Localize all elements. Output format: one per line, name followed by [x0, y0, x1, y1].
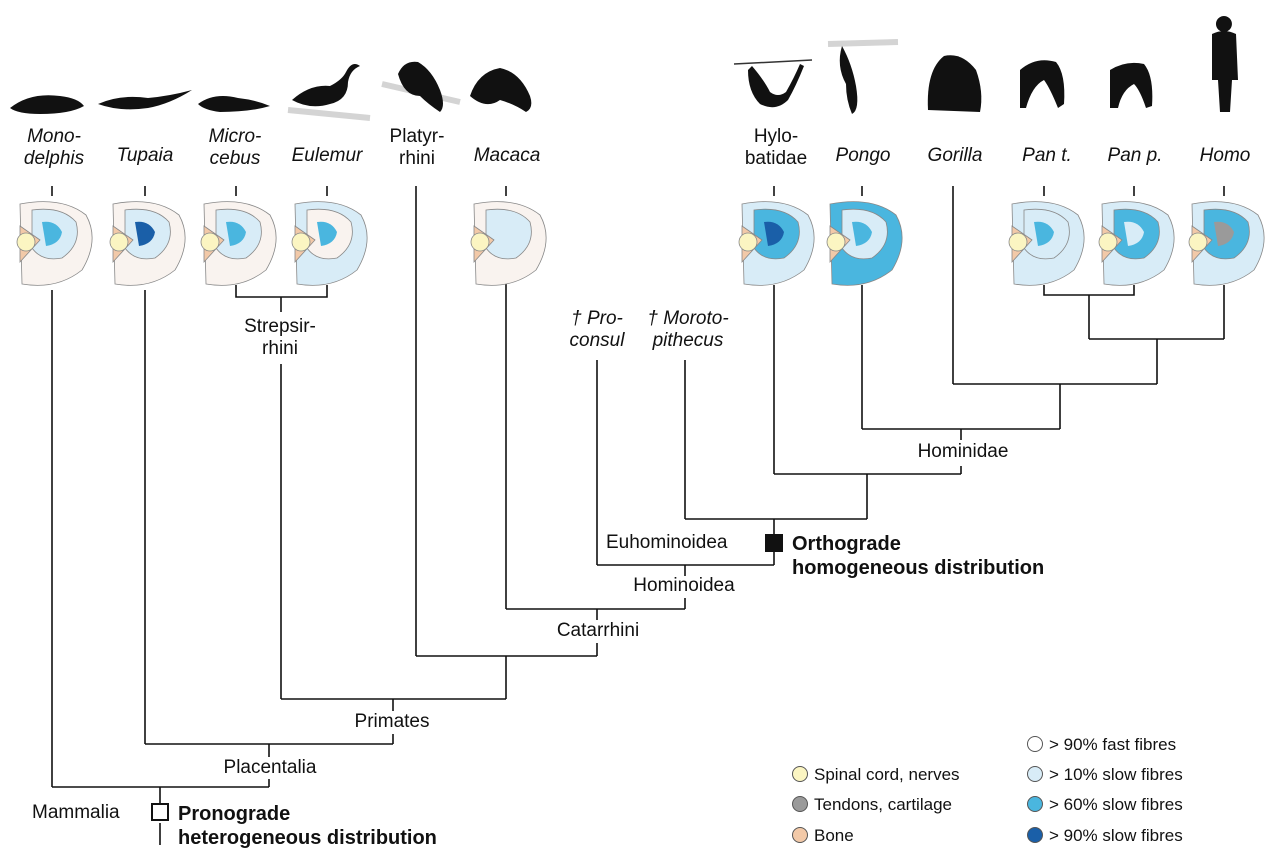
taxon-label-monodelphis: Mono- delphis — [8, 126, 100, 170]
legend-swatch-slow-90 — [1027, 827, 1043, 843]
muscle-section-microcebus — [201, 202, 276, 286]
taxon-label-pan-t: Pan t. — [1004, 145, 1090, 167]
legend-swatch-spinal — [792, 766, 808, 782]
taxon-label-pongo: Pongo — [820, 145, 906, 167]
taxon-label-microcebus: Micro- cebus — [192, 126, 278, 170]
taxon-label-platyrrhini: Platyr- rhini — [376, 126, 458, 170]
muscle-section-tupaia — [110, 202, 185, 286]
clade-label-placentalia: Placentalia — [200, 757, 340, 779]
human-silhouette — [1212, 16, 1238, 112]
legend-swatch-slow-10 — [1027, 766, 1043, 782]
branch-pongo-icon — [828, 42, 898, 44]
fossil-label-morotopithecus: † Moroto- pithecus — [638, 308, 738, 352]
muscle-section-homo — [1189, 202, 1264, 286]
muscle-section-macaca — [471, 202, 546, 286]
spinal-cord — [17, 233, 35, 251]
chimpanzee-silhouette — [1020, 60, 1064, 108]
taxon-label-pan-p: Pan p. — [1092, 145, 1178, 167]
trait-label-orthograde: Orthograde homogeneous distribution — [792, 532, 1044, 580]
taxon-label-homo: Homo — [1182, 145, 1268, 167]
muscle-section-pan-t — [1009, 202, 1084, 286]
spinal-cord — [1099, 233, 1117, 251]
legend-spinal-cord: Spinal cord, nerves — [792, 765, 960, 785]
legend-slow-60: > 60% slow fibres — [1027, 795, 1183, 815]
muscle-section-pongo — [827, 202, 902, 286]
legend-slow-90: > 90% slow fibres — [1027, 826, 1183, 846]
legend-fast-90: > 90% fast fibres — [1027, 735, 1176, 755]
clade-label-strepsirrhini: Strepsir- rhini — [226, 316, 334, 360]
pronograde-marker — [151, 803, 169, 821]
spinal-cord — [1009, 233, 1027, 251]
gorilla-silhouette — [928, 55, 982, 112]
orthograde-marker — [765, 534, 783, 552]
lemur-silhouette — [292, 64, 360, 106]
spinal-cord — [292, 233, 310, 251]
spinal-cord — [110, 233, 128, 251]
clade-label-hominidae: Hominidae — [898, 441, 1028, 463]
muscle-section-eulemur — [292, 202, 367, 286]
trait-label-pronograde: Pronograde heterogeneous distribution — [178, 802, 437, 850]
legend-slow-10: > 10% slow fibres — [1027, 765, 1183, 785]
spinal-cord — [201, 233, 219, 251]
taxon-label-tupaia: Tupaia — [102, 145, 188, 167]
legend-bone: Bone — [792, 826, 854, 846]
legend-tendons: Tendons, cartilage — [792, 795, 952, 815]
gibbon-silhouette — [748, 64, 804, 107]
taxon-label-macaca: Macaca — [458, 145, 556, 167]
taxon-label-eulemur: Eulemur — [280, 145, 374, 167]
muscle-section-hylobatidae — [739, 202, 814, 286]
spinal-cord — [739, 233, 757, 251]
gibbon-branch — [734, 60, 812, 64]
clade-label-primates: Primates — [330, 711, 454, 733]
legend-swatch-slow-60 — [1027, 796, 1043, 812]
clade-label-hominoidea: Hominoidea — [614, 575, 754, 597]
treeshrew-silhouette — [98, 90, 192, 109]
legend-swatch-fast-90 — [1027, 736, 1043, 752]
spinal-cord — [471, 233, 489, 251]
muscle-section-pan-p — [1099, 202, 1174, 286]
spinal-cord — [827, 233, 845, 251]
legend-swatch-bone — [792, 827, 808, 843]
macaque-silhouette — [470, 68, 531, 112]
clade-label-mammalia: Mammalia — [32, 802, 120, 824]
spinal-cord — [1189, 233, 1207, 251]
fossil-label-proconsul: † Pro- consul — [552, 308, 642, 352]
muscle-section-monodelphis — [17, 202, 92, 286]
branch-eulemur — [288, 110, 370, 118]
bracket-strepsirrhini — [236, 285, 327, 297]
bonobo-silhouette — [1110, 63, 1152, 108]
orangutan-silhouette — [840, 46, 858, 114]
opossum-silhouette — [10, 95, 84, 114]
taxon-label-gorilla: Gorilla — [912, 145, 998, 167]
taxon-label-hylobatidae: Hylo- batidae — [724, 126, 828, 170]
mouse-lemur-silhouette — [198, 96, 270, 112]
clade-label-euhominoidea: Euhominoidea — [606, 532, 727, 554]
clade-label-catarrhini: Catarrhini — [530, 620, 666, 642]
bracket-pan — [1044, 285, 1134, 295]
legend-swatch-tendons — [792, 796, 808, 812]
new-world-monkey-silhouette — [398, 62, 443, 112]
